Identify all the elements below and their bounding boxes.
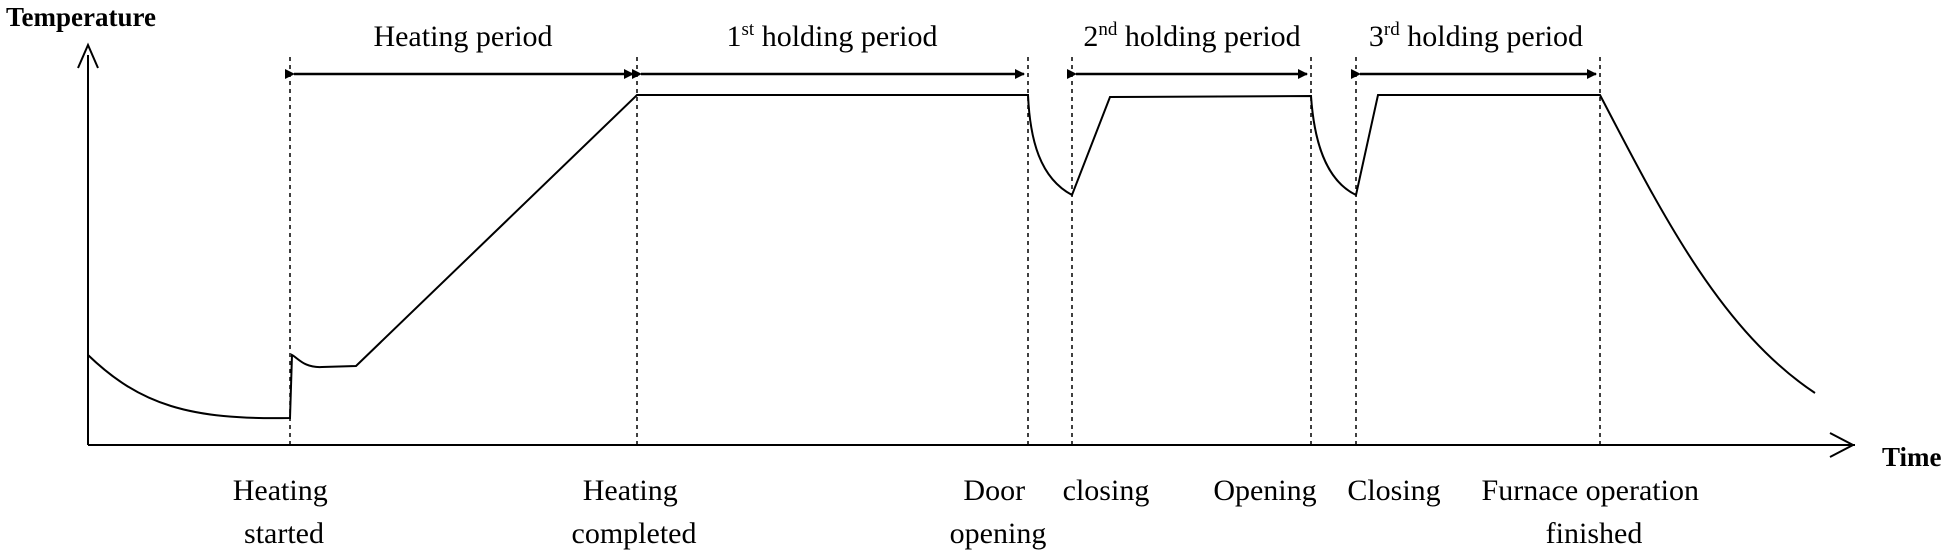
- hold2-period-label: 2nd holding period: [1083, 19, 1300, 53]
- heating-completed-label: Heating completed: [572, 474, 697, 550]
- heating-period-label: Heating period: [373, 20, 552, 53]
- furnace-finished-label: Furnace operation finished: [1482, 474, 1707, 550]
- event-labels: Heating started Heating completed Door o…: [233, 474, 1707, 550]
- closing-1-label: closing: [1063, 474, 1150, 507]
- opening-2-label: Opening: [1213, 474, 1316, 507]
- heating-started-label: Heating started: [233, 474, 335, 550]
- x-axis-arrowhead: [1829, 432, 1856, 458]
- temperature-curve: [87, 94, 1816, 420]
- hold1-period-label: 1st holding period: [727, 19, 938, 53]
- x-axis-title: Time: [1882, 442, 1942, 472]
- hold3-period-label: 3rd holding period: [1369, 19, 1583, 53]
- door-opening-label: Door opening: [950, 474, 1047, 550]
- event-guides: [289, 57, 1601, 445]
- y-axis-title: Temperature: [6, 2, 156, 32]
- y-axis-arrowhead: [77, 42, 99, 69]
- period-labels: Heating period 1st holding period 2nd ho…: [373, 19, 1583, 53]
- axes: Temperature Time: [6, 2, 1942, 472]
- closing-2-label: Closing: [1347, 474, 1440, 507]
